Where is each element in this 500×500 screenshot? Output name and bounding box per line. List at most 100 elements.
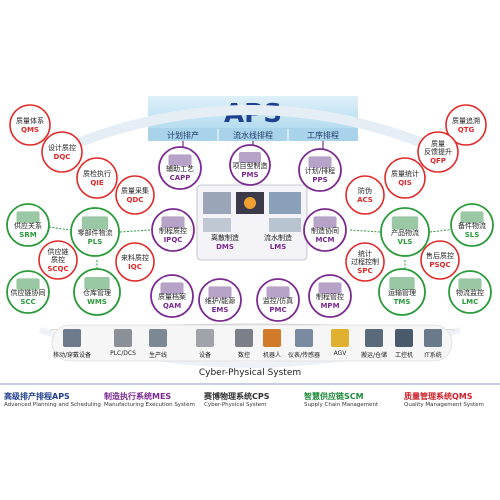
device-icon-6 [295, 329, 313, 347]
node-pls-picture [81, 216, 109, 230]
node-mcm-picture [313, 216, 337, 228]
node-scqc-ring [38, 240, 78, 280]
node-ems-picture [208, 286, 232, 298]
node-dqc-code: DQC [54, 153, 71, 161]
legend-item-subtitle: Supply Chain Management [304, 402, 379, 408]
node-acs-label: 防伪 [358, 186, 372, 195]
cps-title: Cyber-Physical System [198, 368, 302, 378]
node-sls-picture [460, 211, 484, 223]
node-pps-label: 计划/排程 [305, 166, 335, 175]
node-pps-code: PPS [312, 176, 327, 184]
node-vls-picture [391, 216, 419, 230]
node-spc-ring [345, 242, 385, 282]
device-icon-0 [63, 329, 81, 347]
node-psqc-code: PSQC [429, 261, 450, 269]
node-qfp-ring [417, 131, 459, 173]
node-scc-picture [16, 278, 40, 290]
node-srm-picture [16, 211, 40, 223]
aps-subtab-3: 工序排程 [307, 130, 339, 140]
node-lms-label: 流水制造 [264, 233, 292, 242]
node-iqc-code: IQC [128, 263, 142, 271]
node-ems-label: 维护/能源 [205, 296, 235, 305]
device-label: 数控 [237, 352, 250, 359]
node-spc-label: 统计 [358, 249, 372, 258]
device-label: 机器人 [262, 352, 281, 359]
node-qtg-code: QTG [458, 126, 475, 134]
aps-subtab-band [148, 128, 358, 141]
node-qms-code: QMS [21, 126, 39, 134]
node-qtg-ring [445, 104, 487, 146]
device-icon-3 [196, 329, 214, 347]
node-qie-ring [76, 157, 118, 199]
node-qms-ring [9, 104, 51, 146]
legend-item-title: 质量管理系统QMS [404, 392, 473, 401]
device-label: 设备 [198, 352, 211, 359]
node-pps-picture [308, 156, 332, 168]
flow-connector-1 [119, 229, 151, 233]
node-capp-code: CAPP [170, 174, 191, 182]
node-qam-code: QAM [163, 302, 181, 310]
central-mes-panel [196, 184, 308, 261]
swoosh-top [58, 105, 442, 155]
node-ems-code: EMS [212, 306, 229, 314]
device-icons [63, 329, 442, 347]
node-pmc-picture [266, 286, 290, 298]
node-capp-picture [168, 154, 192, 166]
device-label: 移动/穿戴设备 [52, 352, 92, 359]
device-icon-4 [235, 329, 253, 347]
node-spc-code: SPC [357, 267, 372, 275]
node-qis-code: QIS [398, 179, 412, 187]
node-wms-picture [84, 277, 110, 290]
device-label: 生产线 [148, 352, 167, 359]
node-ipqc-picture [161, 216, 185, 228]
node-qdc-label: 质量采集 [121, 186, 149, 195]
node-srm-code: SRM [19, 231, 36, 239]
node-iqc-label: 来料质控 [121, 253, 149, 262]
legend-item-title: 制造执行系统MES [104, 392, 172, 401]
node-psqc-ring [420, 240, 460, 280]
node-qie-label: 质检执行 [83, 169, 111, 178]
dms-thumb [203, 192, 231, 214]
node-capp-label: 辅助工艺 [166, 164, 194, 173]
node-wms-code: WMS [87, 298, 107, 306]
node-iqc-ring [115, 242, 155, 282]
node-qfp-label: 质量 [431, 139, 445, 148]
node-sls-code: SLS [465, 231, 480, 239]
legend-item-subtitle: Quality Management System [404, 402, 484, 408]
node-vls-label: 产品物流 [391, 228, 419, 237]
device-icon-8 [365, 329, 383, 347]
legend-item-subtitle: Manufacturing Execution System [104, 402, 195, 408]
node-qis-ring [384, 157, 426, 199]
flow-connector-3 [349, 229, 381, 233]
node-lmc-code: LMC [462, 298, 479, 306]
node-ipqc-code: IPQC [164, 236, 183, 244]
device-label: 搬运/仓储 [360, 352, 388, 359]
node-pmc-code: PMC [269, 306, 286, 314]
node-qam-picture [160, 282, 184, 294]
node-dqc-ring [41, 131, 83, 173]
node-mcm-label: 制造协同 [311, 226, 339, 235]
aps-subtab-2: 流水线排程 [233, 130, 273, 140]
device-label: 仪表/传感器 [287, 352, 321, 359]
node-pms-label: 项目型制造 [233, 161, 268, 170]
